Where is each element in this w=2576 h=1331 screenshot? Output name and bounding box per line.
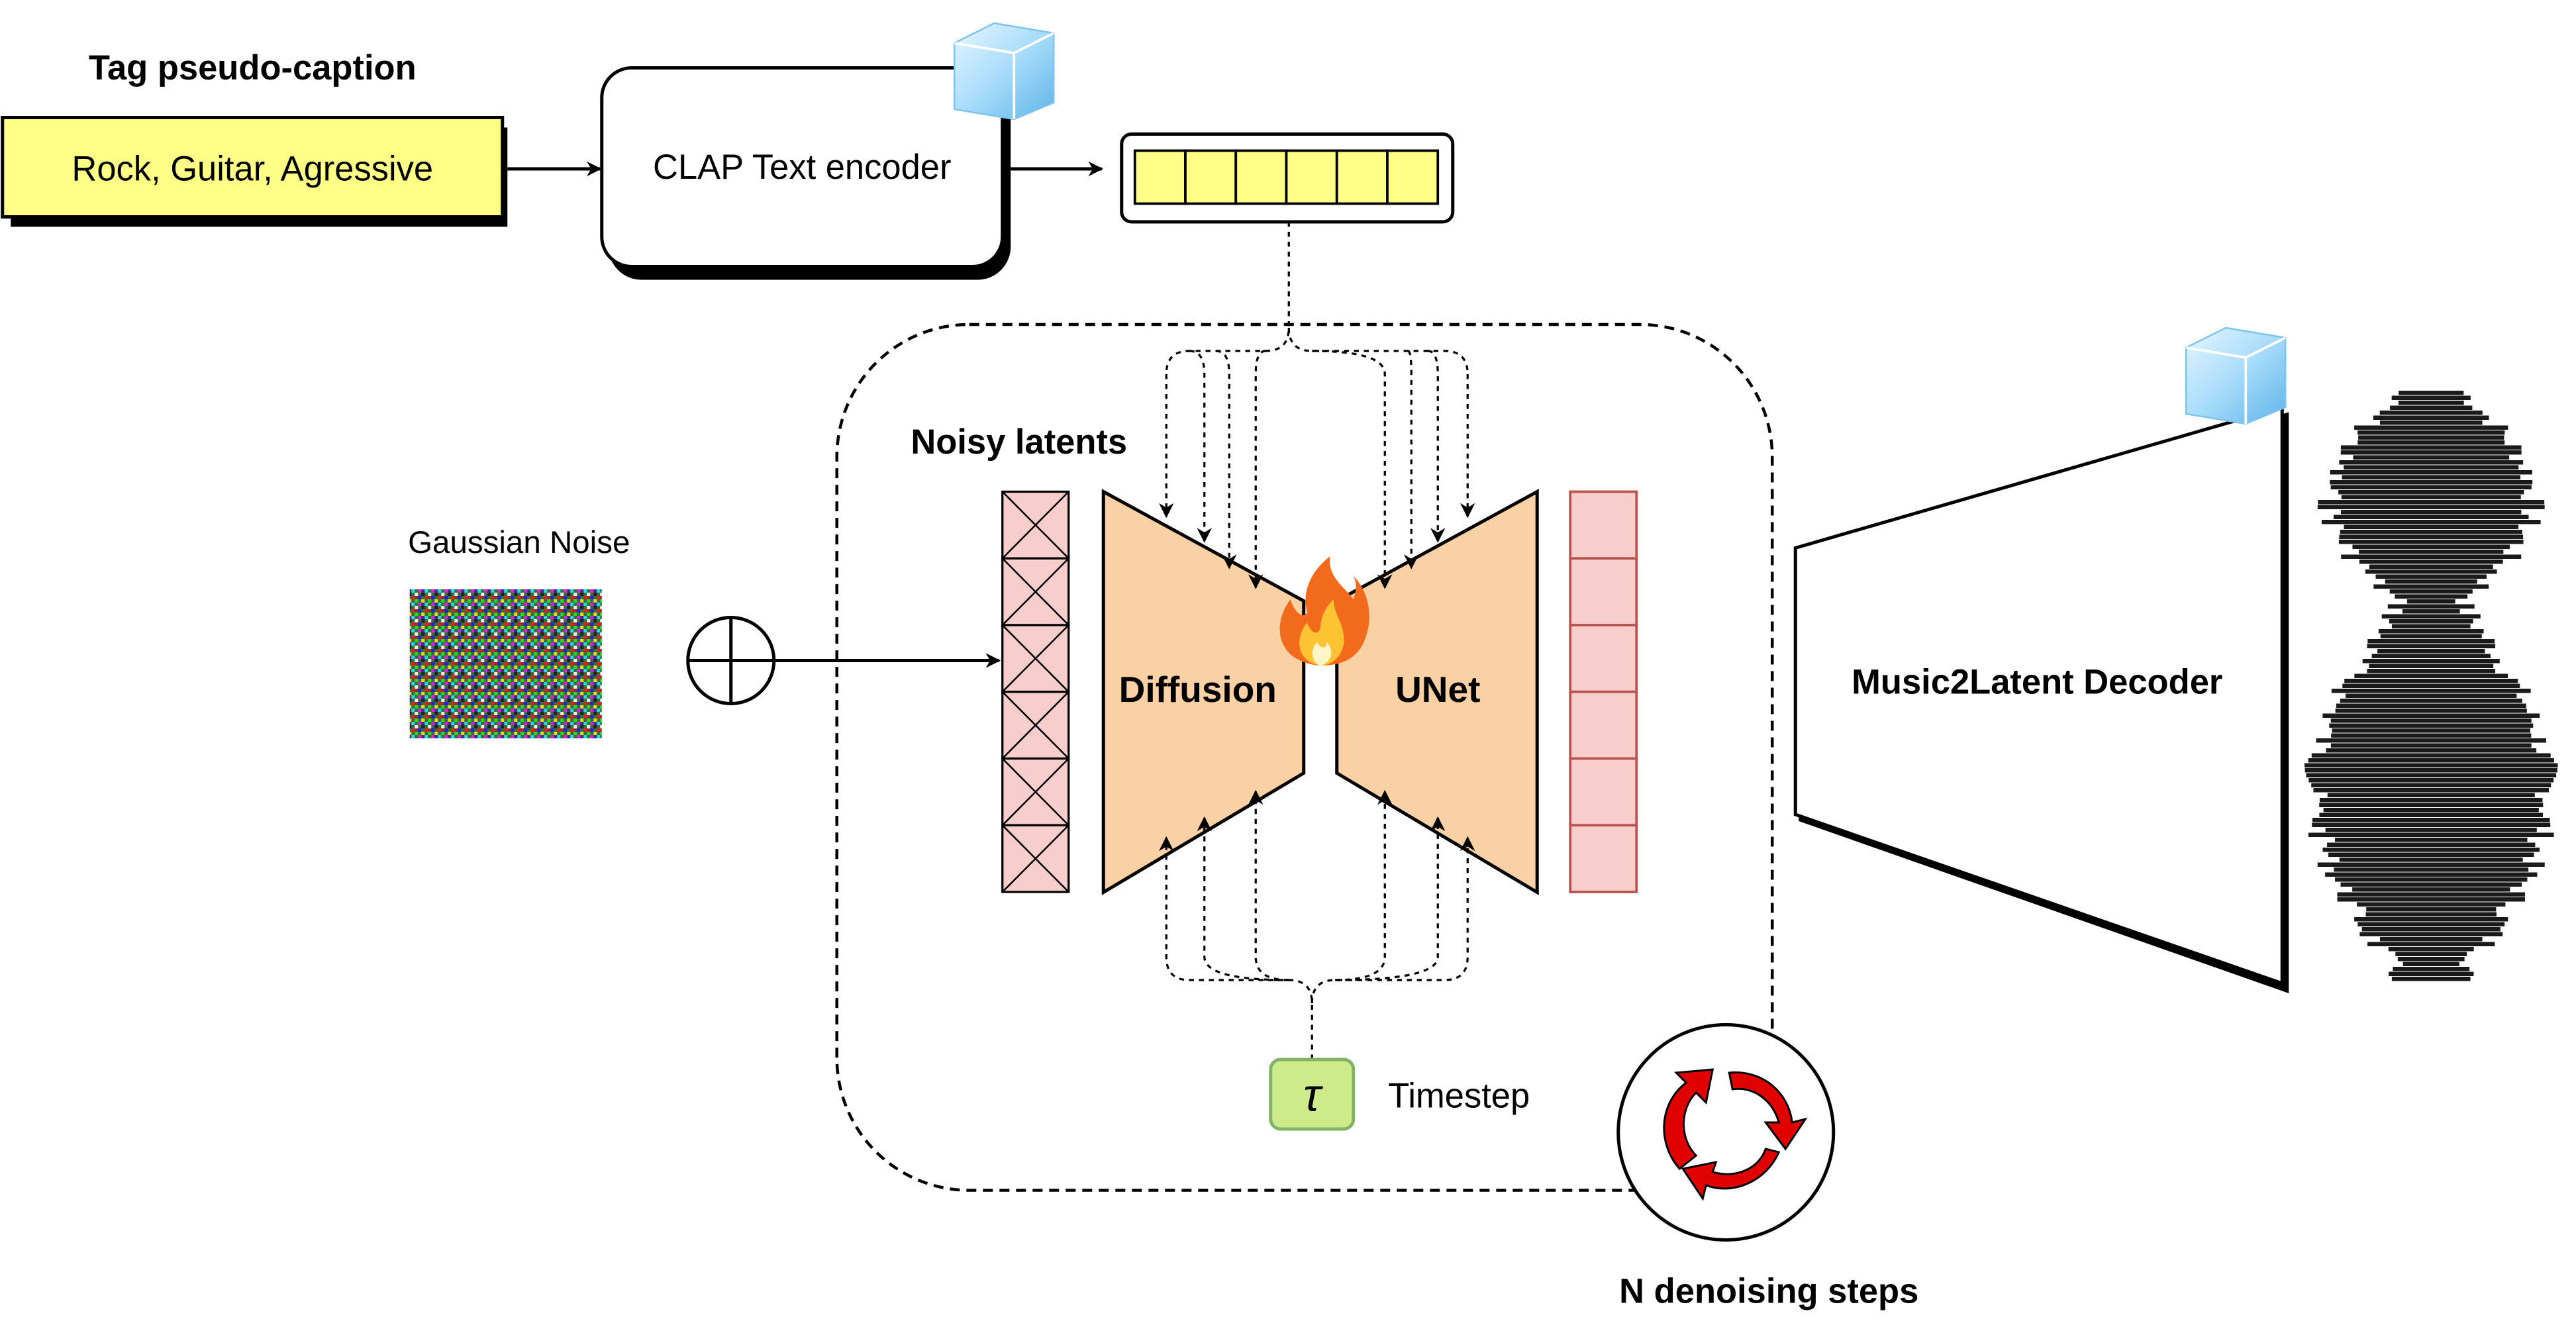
output-latents-column: [1569, 490, 1638, 893]
circle-plus-icon: [686, 616, 776, 705]
embedding-cell: [1335, 149, 1389, 205]
noisy-latent-cell: [1001, 824, 1070, 893]
timestep-box: τ: [1269, 1058, 1356, 1131]
unet-decoder-half: UNet: [1335, 489, 1539, 895]
noisy-latent-cell: [1001, 691, 1070, 760]
noisy-latent-cell: [1001, 490, 1070, 560]
clap-encoder-label: CLAP Text encoder: [653, 148, 951, 187]
noisy-latent-cell: [1001, 757, 1070, 826]
text-embedding: [1120, 132, 1455, 224]
tag-caption-title: Tag pseudo-caption: [89, 48, 417, 87]
embedding-cell: [1133, 149, 1187, 205]
tag-caption-text: Rock, Guitar, Agressive: [72, 150, 433, 189]
timestep-conditioning-arrows: [1159, 789, 1475, 1060]
embedding-cell: [1234, 149, 1288, 205]
output-latent-cell: [1569, 824, 1638, 893]
noisy-latents-title: Noisy latents: [911, 422, 1127, 462]
noisy-latent-cell: [1001, 557, 1070, 626]
embedding-cell: [1386, 149, 1440, 205]
noisy-latent-cell: [1001, 624, 1070, 693]
denoising-steps-label: N denoising steps: [1619, 1272, 1918, 1311]
timestep-symbol: τ: [1303, 1069, 1323, 1121]
embedding-cell: [1184, 149, 1238, 205]
clap-text-encoder: CLAP Text encoder: [600, 66, 1011, 280]
embedding-cell: [1285, 149, 1338, 205]
fire-icon: [1279, 556, 1369, 666]
text-conditioning-arrows: [1159, 350, 1475, 589]
output-latent-cell: [1569, 557, 1638, 626]
ice-cube-icon: [2185, 326, 2287, 425]
decoder-label: Music2Latent Decoder: [1852, 663, 2222, 702]
noisy-latents-column: [1001, 490, 1070, 893]
output-latent-cell: [1569, 624, 1638, 693]
unet-encoder-half: Diffusion: [1101, 489, 1306, 895]
output-latent-cell: [1569, 757, 1638, 827]
unet-right-label: UNet: [1395, 669, 1480, 710]
unet-left-label: Diffusion: [1119, 669, 1277, 710]
music2latent-decoder: Music2Latent Decoder: [1793, 405, 2289, 993]
timestep-label: Timestep: [1388, 1077, 1530, 1116]
output-latent-cell: [1569, 490, 1638, 560]
output-latent-cell: [1569, 690, 1638, 760]
gaussian-noise-label: Gaussian Noise: [408, 525, 630, 560]
waveform-icon: [2304, 391, 2558, 981]
ice-cube-icon: [954, 22, 1055, 121]
noise-image: [409, 589, 602, 738]
tag-caption-box: Rock, Guitar, Agressive: [1, 116, 508, 227]
cycle-arrows-icon: [1616, 1023, 1836, 1242]
denoising-loop-region: [835, 322, 1774, 1192]
